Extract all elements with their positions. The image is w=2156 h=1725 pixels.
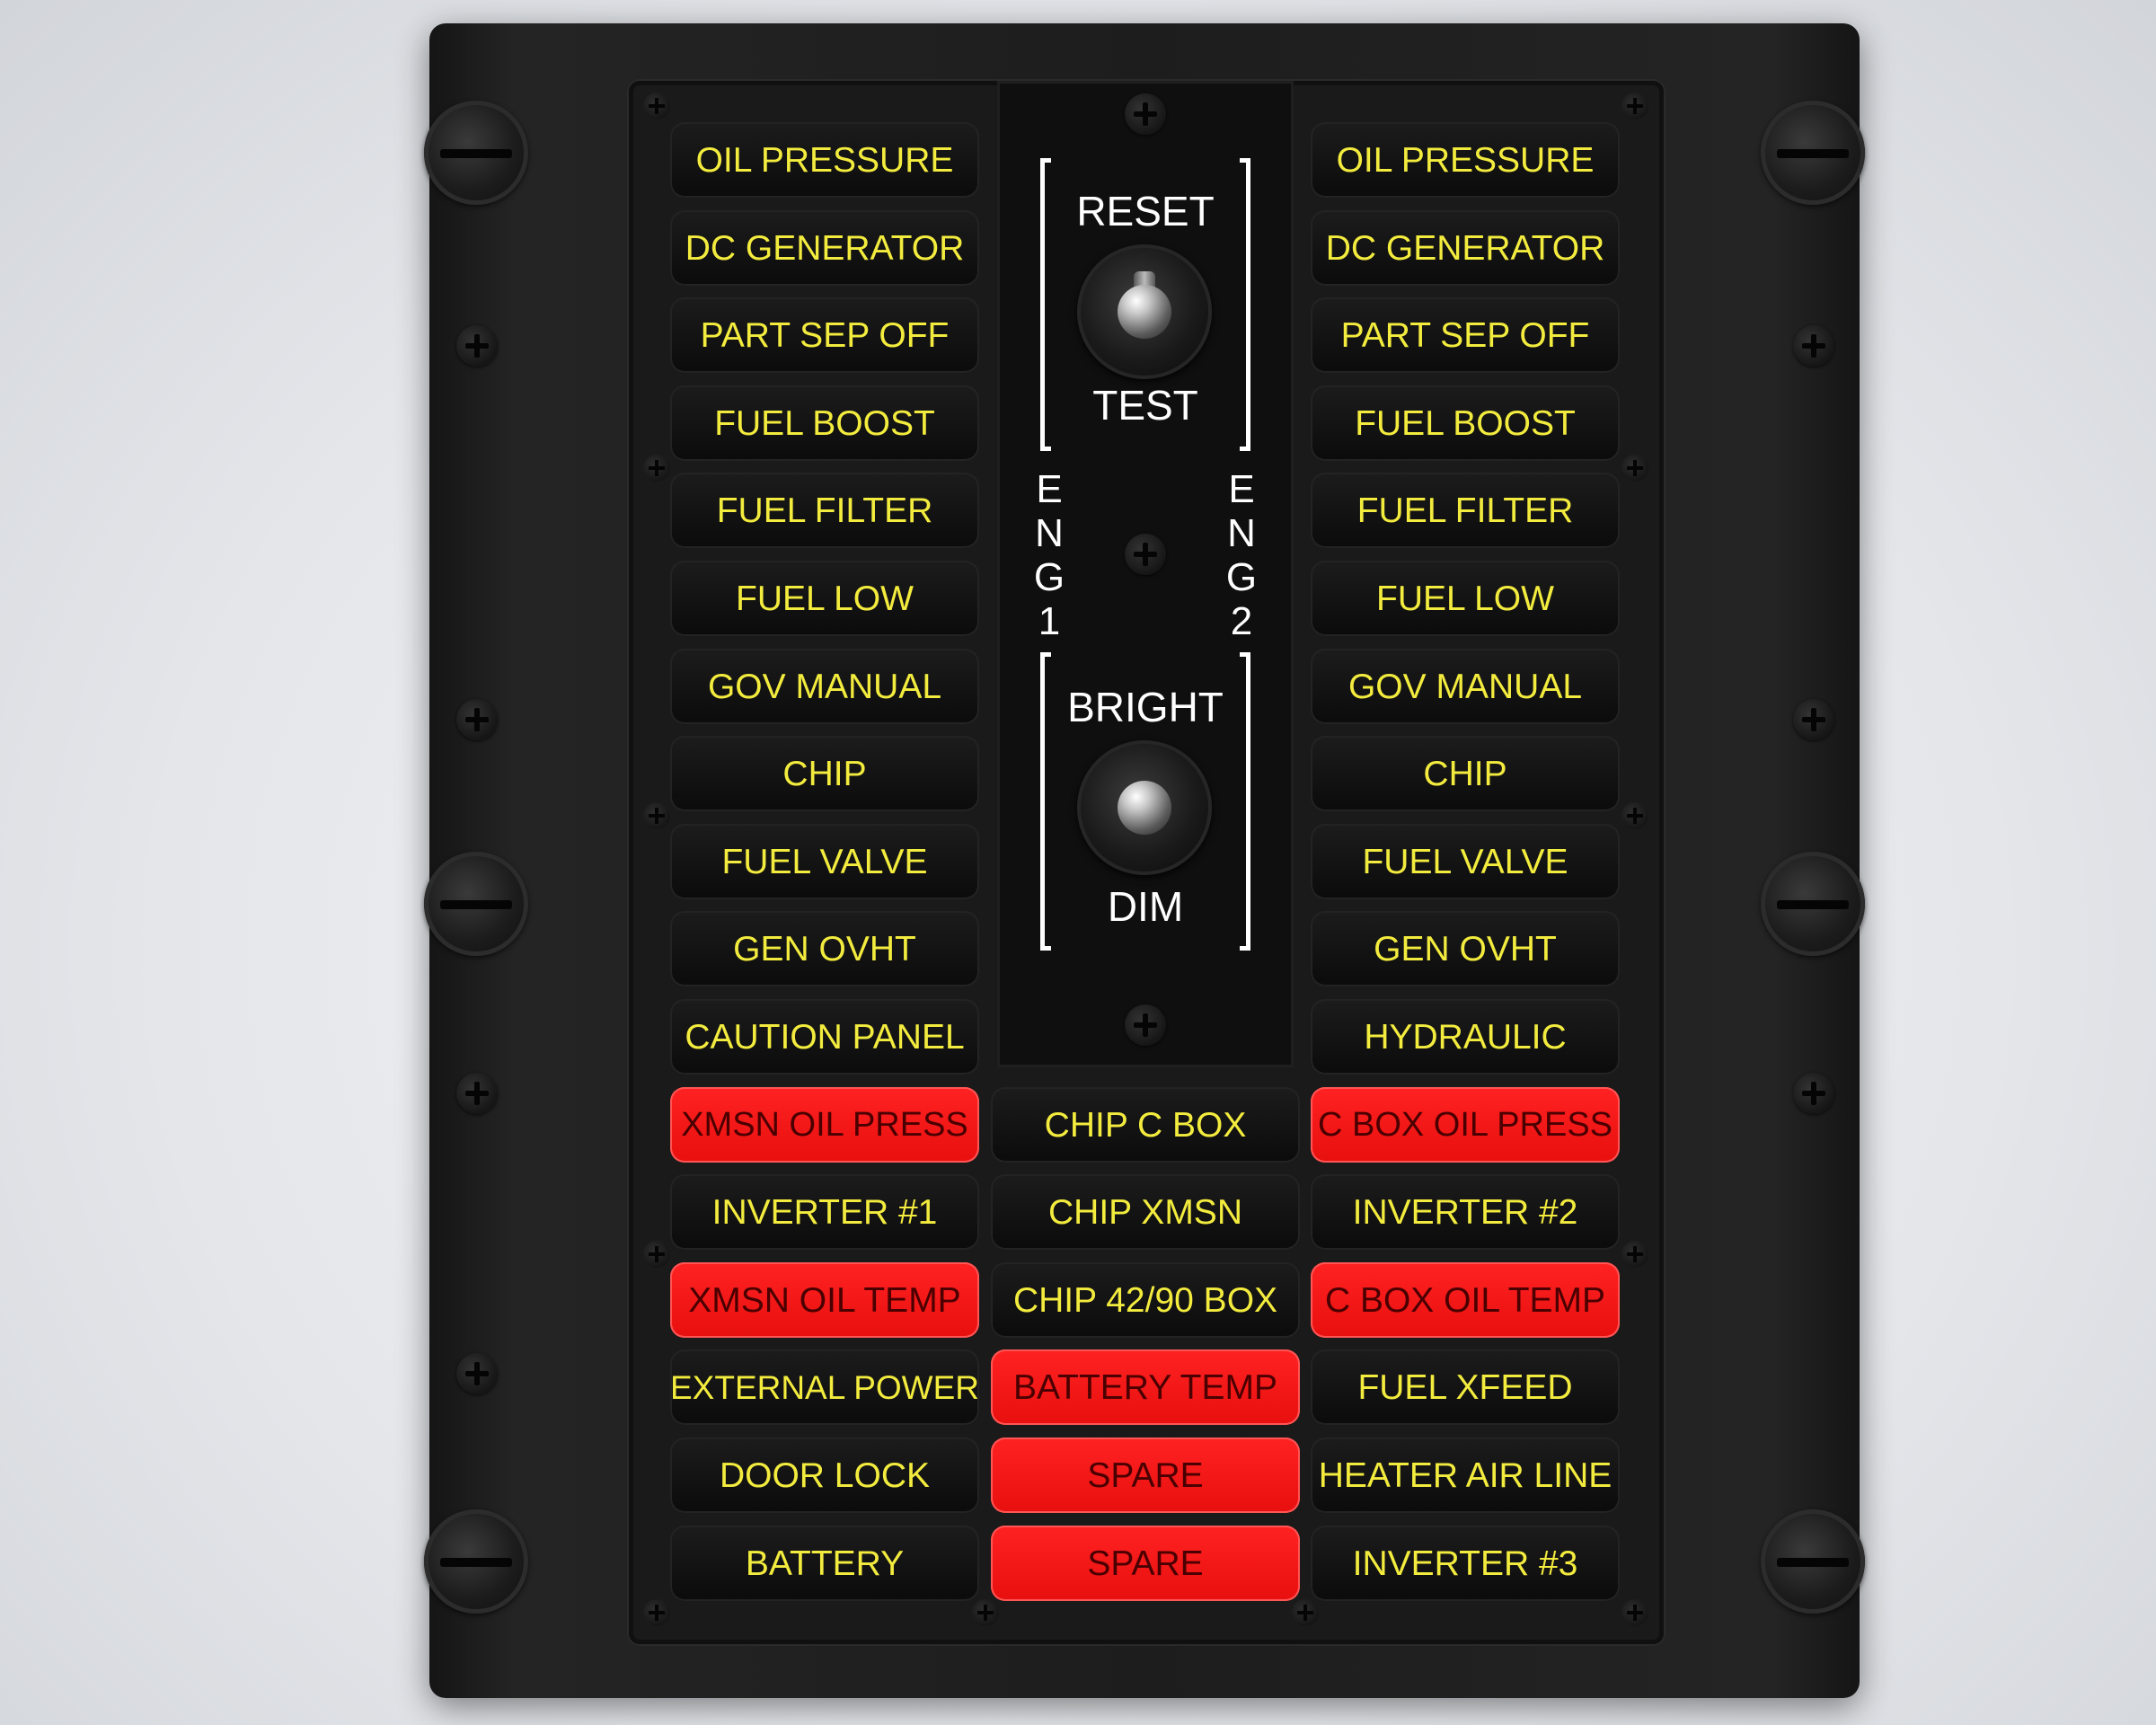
dim-label: DIM (1107, 883, 1184, 930)
faceplate-screw-icon (643, 455, 670, 482)
annunciator-lamp: INVERTER #2 (1311, 1174, 1620, 1250)
faceplate-screw-icon (643, 1241, 670, 1268)
faceplate-screw-icon (1621, 1599, 1648, 1626)
toggle-ball-icon (1118, 285, 1171, 339)
bright-label: BRIGHT (1067, 684, 1224, 730)
annunciator-lamp: BATTERY (670, 1526, 979, 1601)
annunciator-lamp: GOV MANUAL (670, 649, 979, 724)
annunciator-lamp: FUEL LOW (670, 561, 979, 636)
mount-screw-icon (1761, 1509, 1865, 1614)
mount-screw-icon (424, 101, 528, 205)
annunciator-lamp: OIL PRESSURE (1311, 122, 1620, 198)
annunciator-lamp: HEATER AIR LINE (1311, 1438, 1620, 1513)
annunciator-lamp: CHIP XMSN (991, 1174, 1300, 1250)
annunciator-lamp: FUEL LOW (1311, 561, 1620, 636)
eng1-bracket-upper (1040, 158, 1051, 451)
faceplate-screw-icon (643, 93, 670, 119)
faceplate-screw-icon (1621, 802, 1648, 829)
annunciator-lamp: SPARE (991, 1438, 1300, 1513)
eng2-label: E N G 2 (1225, 467, 1258, 643)
annunciator-lamp: CHIP 42/90 BOX (991, 1262, 1300, 1338)
annunciator-lamp: XMSN OIL TEMP (670, 1262, 979, 1338)
reset-label: RESET (1076, 188, 1215, 234)
annunciator-lamp: DC GENERATOR (1311, 210, 1620, 286)
toggle-ball-icon (1118, 781, 1171, 835)
faceplate-screw-icon (972, 1599, 999, 1626)
annunciator-lamp: FUEL BOOST (670, 385, 979, 461)
annunciator-lamp: FUEL FILTER (670, 473, 979, 548)
annunciator-lamp: C BOX OIL TEMP (1311, 1262, 1620, 1338)
mount-screw-icon (1761, 101, 1865, 205)
annunciator-lamp: PART SEP OFF (670, 297, 979, 373)
panel-screw-icon (1793, 699, 1834, 740)
faceplate-screw-icon (1621, 1241, 1648, 1268)
panel-screw-icon (456, 325, 498, 367)
annunciator-lamp: CHIP C BOX (991, 1087, 1300, 1163)
annunciator-lamp: CAUTION PANEL (670, 999, 979, 1075)
annunciator-lamp: FUEL VALVE (1311, 824, 1620, 899)
annunciator-lamp: FUEL BOOST (1311, 385, 1620, 461)
panel-screw-icon (456, 1073, 498, 1114)
mount-screw-icon (424, 852, 528, 956)
annunciator-lamp: EXTERNAL POWER (670, 1349, 979, 1425)
annunciator-lamp: SPARE (991, 1526, 1300, 1601)
annunciator-lamp: OIL PRESSURE (670, 122, 979, 198)
annunciator-lamp: CHIP (670, 736, 979, 811)
eng2-bracket-upper (1240, 158, 1250, 451)
eng2-bracket-lower (1240, 652, 1250, 951)
annunciator-lamp: FUEL VALVE (670, 824, 979, 899)
annunciator-lamp: FUEL XFEED (1311, 1349, 1620, 1425)
annunciator-lamp: INVERTER #3 (1311, 1526, 1620, 1601)
panel-screw-icon (456, 699, 498, 740)
reset-test-toggle-switch[interactable] (1077, 244, 1212, 379)
panel-screw-icon (1793, 1073, 1834, 1114)
panel-screw-icon (456, 1353, 498, 1394)
annunciator-lamp: HYDRAULIC (1311, 999, 1620, 1075)
mount-screw-icon (424, 1509, 528, 1614)
annunciator-lamp: CHIP (1311, 736, 1620, 811)
eng1-bracket-lower (1040, 652, 1051, 951)
plate-screw-icon (1125, 93, 1166, 135)
eng1-label: E N G 1 (1033, 467, 1065, 643)
engine-switch-plate: E N G 1 E N G 2 RESET TEST BRIGHT DIM (997, 81, 1294, 1067)
annunciator-lamp: FUEL FILTER (1311, 473, 1620, 548)
annunciator-lamp: PART SEP OFF (1311, 297, 1620, 373)
annunciator-lamp: GEN OVHT (670, 911, 979, 986)
faceplate-screw-icon (643, 1599, 670, 1626)
annunciator-lamp: XMSN OIL PRESS (670, 1087, 979, 1163)
annunciator-lamp: DOOR LOCK (670, 1438, 979, 1513)
annunciator-lamp: C BOX OIL PRESS (1311, 1087, 1620, 1163)
faceplate-screw-icon (1621, 93, 1648, 119)
annunciator-lamp: BATTERY TEMP (991, 1349, 1300, 1425)
plate-screw-icon (1125, 1004, 1166, 1046)
test-label: TEST (1092, 382, 1198, 429)
panel-screw-icon (1793, 325, 1834, 367)
faceplate-screw-icon (1292, 1599, 1319, 1626)
plate-screw-icon (1125, 534, 1166, 575)
faceplate-screw-icon (643, 802, 670, 829)
annunciator-lamp: INVERTER #1 (670, 1174, 979, 1250)
annunciator-lamp: GEN OVHT (1311, 911, 1620, 986)
faceplate-screw-icon (1621, 455, 1648, 482)
annunciator-lamp: DC GENERATOR (670, 210, 979, 286)
mount-screw-icon (1761, 852, 1865, 956)
bright-dim-toggle-switch[interactable] (1077, 740, 1212, 875)
annunciator-lamp: GOV MANUAL (1311, 649, 1620, 724)
